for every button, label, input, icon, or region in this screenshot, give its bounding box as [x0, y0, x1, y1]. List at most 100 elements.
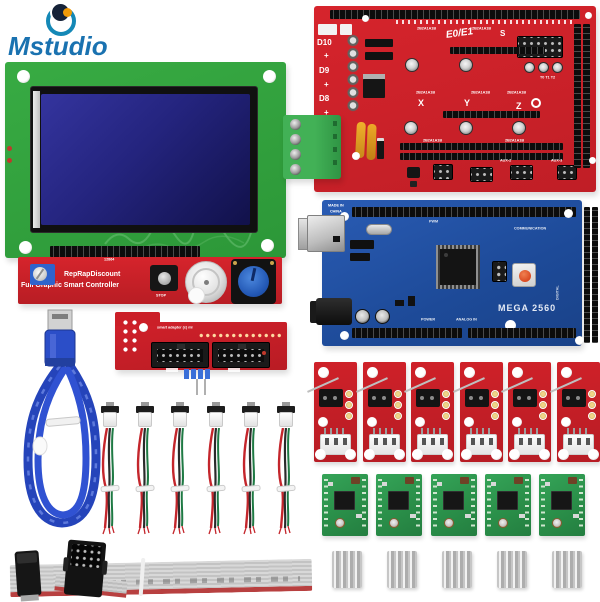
solder-pad	[490, 390, 499, 398]
adapter-hole-grid	[119, 316, 137, 352]
stepper-driver-board	[322, 474, 368, 536]
mounting-hole	[315, 449, 326, 460]
driver-pin-silk: 2B2A1A1B	[507, 91, 527, 95]
mounting-hole	[261, 239, 274, 252]
jst-connector	[514, 434, 546, 455]
origin-label-line2: CHINA	[330, 210, 342, 214]
mounting-hole	[589, 157, 596, 164]
cable-wires	[100, 428, 120, 535]
smd-resistor	[459, 477, 469, 484]
cable-pin-stub	[211, 402, 220, 407]
jst-connector	[465, 434, 497, 455]
idc-connector	[62, 539, 108, 598]
smd-resistor	[351, 477, 360, 484]
aux-pin-row	[400, 143, 563, 150]
aux-pin-row	[400, 153, 563, 160]
cable-pin-stub	[281, 402, 290, 407]
solder-pad	[490, 401, 499, 409]
cable-pin-stub	[141, 402, 150, 407]
endstop-switch-board	[404, 362, 455, 462]
resistor-dot	[7, 146, 12, 151]
smd-component	[395, 300, 404, 306]
brand-logo: Mstudio	[8, 2, 128, 60]
mounting-hole	[575, 336, 584, 345]
jst-connector	[417, 434, 449, 455]
smd-resistor	[568, 477, 577, 484]
arduino-top-pin-header	[352, 207, 576, 217]
pin-holes	[416, 479, 421, 531]
cable-pin-stub	[106, 402, 114, 407]
arduino-bottom-pin-header	[468, 328, 576, 338]
endstop-cable	[133, 402, 157, 535]
ramps-plus-label: +	[324, 51, 329, 60]
solder-pad	[393, 401, 402, 409]
endstop-cable	[168, 402, 192, 535]
communication-label: COMMUNICATION	[514, 227, 547, 231]
solder-pad	[442, 412, 451, 420]
driver-chip	[496, 491, 518, 510]
ramps-d8-label: D8	[319, 94, 330, 103]
mosfet	[365, 39, 393, 47]
cable-wires	[170, 428, 190, 535]
cable-connector-body	[138, 412, 153, 427]
smd-pad	[518, 514, 525, 518]
mounting-hole	[539, 449, 551, 460]
cable-pin-stub	[246, 402, 255, 407]
ramps-d9-label: D9	[319, 66, 330, 75]
electrolytic-cap	[459, 58, 473, 72]
extra-pin-strip	[584, 207, 590, 343]
lcd-maker-label: RepRapDiscount	[64, 271, 121, 278]
mounting-hole	[340, 331, 349, 340]
mounting-hole	[463, 367, 475, 378]
power-terminal-block	[342, 34, 364, 112]
driver-pin-silk: 2B2A1A1B	[417, 27, 437, 31]
mounting-hole	[393, 449, 405, 460]
cable-connector-cap	[101, 406, 119, 413]
mega-model-label: MEGA 2560	[498, 303, 557, 313]
buzzer-sticker	[188, 287, 205, 304]
cable-connector-cap	[206, 406, 225, 413]
polyfuse	[366, 123, 377, 161]
trim-potentiometer	[443, 518, 454, 528]
mounting-hole	[585, 12, 592, 19]
solder-pad	[539, 412, 548, 420]
electrolytic-cap	[355, 309, 370, 324]
cable-connector-cap	[136, 406, 155, 413]
solder-pad	[539, 390, 548, 398]
aux2-label: AUX-2	[500, 159, 512, 163]
smd-resistor	[513, 477, 523, 484]
mounting-hole	[363, 449, 375, 460]
mounting-hole	[17, 70, 30, 83]
mounting-hole	[512, 367, 524, 378]
micro-switch	[416, 389, 441, 407]
fuse-silk-box	[318, 24, 337, 35]
axis-x-label: X	[418, 98, 425, 108]
stepper-driver-board	[484, 474, 531, 536]
heatsink	[497, 551, 527, 588]
trim-potentiometer	[497, 518, 508, 528]
smart-adapter-label: smart adapter (c) ml	[157, 326, 193, 330]
driver-socket-header	[443, 111, 540, 118]
driver-socket-header	[450, 47, 545, 54]
mounting-hole	[560, 367, 572, 378]
smd-pad	[328, 482, 333, 486]
silk-circle	[531, 98, 541, 108]
mounting-hole	[412, 449, 424, 460]
mounting-hole	[509, 449, 521, 460]
ramps-plus-label: +	[324, 80, 329, 89]
mcu-chip	[436, 245, 480, 289]
driver-pin-silk: 2B2A1A1B	[472, 27, 492, 31]
driver-pin-silk: 2B2A1A1B	[471, 91, 491, 95]
mounting-hole	[512, 417, 523, 427]
driver-chip	[442, 491, 464, 510]
endstop-switches-row	[307, 362, 600, 462]
mosfet-to220	[363, 79, 385, 98]
ramps-silk-dashes	[396, 20, 574, 24]
driver-pin-silk: 2B2A1A1B	[423, 139, 443, 143]
endstop-cable	[239, 402, 263, 535]
ramps-top-pin-header	[330, 10, 580, 19]
driver-chip	[551, 491, 572, 510]
endstop-switch-board	[550, 362, 600, 462]
axis-z-label: Z	[516, 101, 522, 111]
